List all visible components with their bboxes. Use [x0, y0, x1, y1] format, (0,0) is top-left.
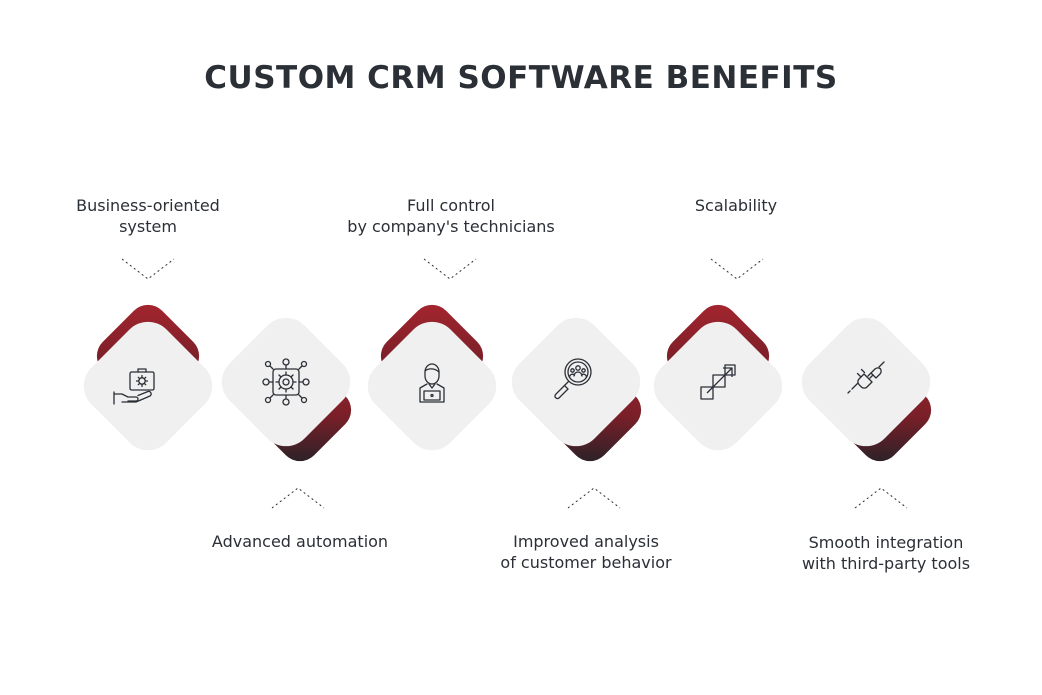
benefit-tile-improved-analysis	[501, 307, 651, 462]
benefit-label-full-control: Full control by company's technicians	[321, 195, 581, 237]
benefit-tile-scalability	[643, 304, 793, 461]
benefit-tile-business-oriented	[73, 304, 223, 461]
dotted-connector	[854, 487, 908, 509]
dotted-connector	[121, 258, 175, 280]
benefit-label-improved-analysis: Improved analysis of customer behavior	[456, 531, 716, 573]
benefit-tile-full-control	[357, 304, 507, 461]
page-title: CUSTOM CRM SOFTWARE BENEFITS	[204, 60, 838, 96]
dotted-connector	[423, 258, 477, 280]
dotted-connector	[271, 487, 325, 509]
benefit-label-scalability: Scalability	[606, 195, 866, 216]
plug-connector-icon	[847, 361, 885, 394]
technician-laptop-icon	[419, 363, 445, 403]
benefit-label-advanced-automation: Advanced automation	[170, 531, 430, 552]
hand-briefcase-gear-icon	[113, 368, 155, 405]
dotted-connector	[710, 258, 764, 280]
benefit-label-line: Scalability	[694, 196, 778, 215]
benefit-label-line: by company's technicians	[347, 217, 555, 236]
benefit-label-line: with third-party tools	[801, 554, 971, 573]
benefit-label-line: Business-oriented	[76, 196, 220, 215]
dotted-connector	[567, 487, 621, 509]
gear-network-icon	[262, 358, 310, 406]
benefit-tile-smooth-integration	[791, 307, 941, 462]
magnifier-people-icon	[554, 358, 592, 400]
benefit-label-line: Smooth integration	[808, 533, 964, 552]
benefit-label-business-oriented: Business-oriented system	[18, 195, 278, 237]
benefit-label-line: Improved analysis	[513, 532, 659, 551]
benefit-label-line: of customer behavior	[500, 553, 672, 572]
scale-arrow-icon	[700, 364, 736, 400]
benefit-label-line: Advanced automation	[211, 532, 389, 551]
benefit-tile-advanced-automation	[211, 307, 361, 462]
benefit-label-line: system	[119, 217, 177, 236]
benefit-label-smooth-integration: Smooth integration with third-party tool…	[756, 532, 1016, 574]
benefit-label-line: Full control	[407, 196, 495, 215]
